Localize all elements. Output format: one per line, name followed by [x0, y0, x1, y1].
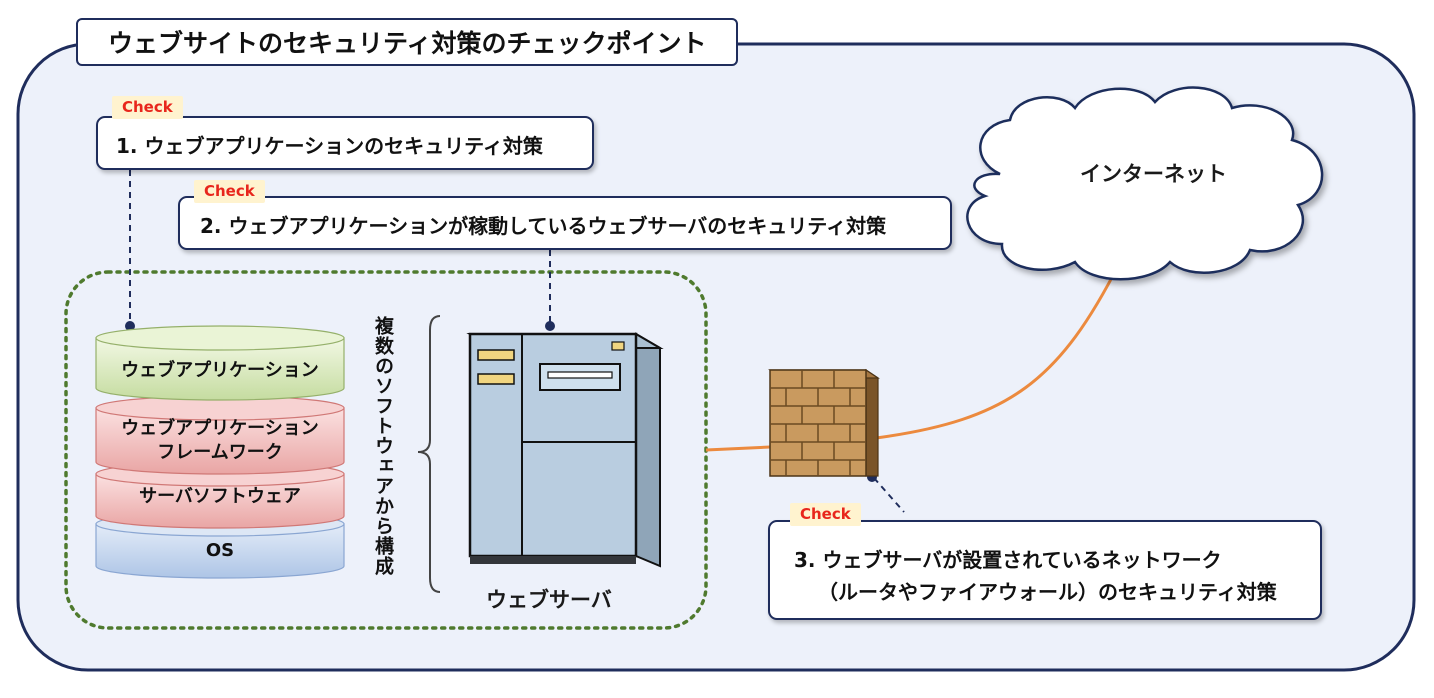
connector-3 [873, 477, 905, 513]
cylinder-web-app [95, 337, 345, 401]
link-firewall-internet [875, 261, 1122, 440]
checkpoint-3-line2: （ルータやファイアウォール）のセキュリティ対策 [818, 580, 1277, 604]
check-tag-3: Check [790, 503, 861, 526]
layer-os-label: OS [205, 540, 235, 561]
checkpoint-1-box: 1. ウェブアプリケーションのセキュリティ対策 [96, 116, 594, 170]
page-title: ウェブサイトのセキュリティ対策のチェックポイント [76, 18, 738, 66]
checkpoint-2-box: 2. ウェブアプリケーションが稼動しているウェブサーバのセキュリティ対策 [178, 196, 952, 250]
checkpoint-3-line1: 3. ウェブサーバが設置されているネットワーク [794, 548, 1222, 572]
connector-1-dot [125, 321, 135, 331]
checkpoint-2-text: 2. ウェブアプリケーションが稼動しているウェブサーバのセキュリティ対策 [200, 214, 887, 238]
internet-label: インターネット [1080, 162, 1227, 186]
checkpoint-3-box: 3. ウェブサーバが設置されているネットワーク （ルータやファイアウォール）のセ… [768, 520, 1322, 620]
link-server-firewall [705, 445, 771, 452]
brace [417, 315, 441, 593]
stack-cylinders [95, 325, 345, 579]
cylinder-framework [95, 407, 345, 475]
firewall-icon [768, 368, 880, 477]
checkpoint-1-text: 1. ウェブアプリケーションのセキュリティ対策 [116, 134, 543, 158]
connector-2-dot [545, 321, 555, 331]
page-title-text: ウェブサイトのセキュリティ対策のチェックポイント [108, 29, 707, 58]
check-tag-2: Check [194, 180, 265, 203]
server-icon [466, 332, 664, 568]
cylinder-os [95, 523, 345, 579]
check-tag-1: Check [112, 96, 183, 119]
cylinder-server-software [95, 473, 345, 529]
stack-note: 複数のソフトウェアから構成 [372, 316, 394, 576]
layer-framework-label: ウェブアプリケーション フレームワーク [121, 418, 319, 463]
layer-server-software-label: サーバソフトウェア [139, 486, 301, 507]
cloud-icon [966, 86, 1324, 281]
layer-web-app-label: ウェブアプリケーション [121, 360, 319, 381]
server-label: ウェブサーバ [486, 588, 612, 612]
